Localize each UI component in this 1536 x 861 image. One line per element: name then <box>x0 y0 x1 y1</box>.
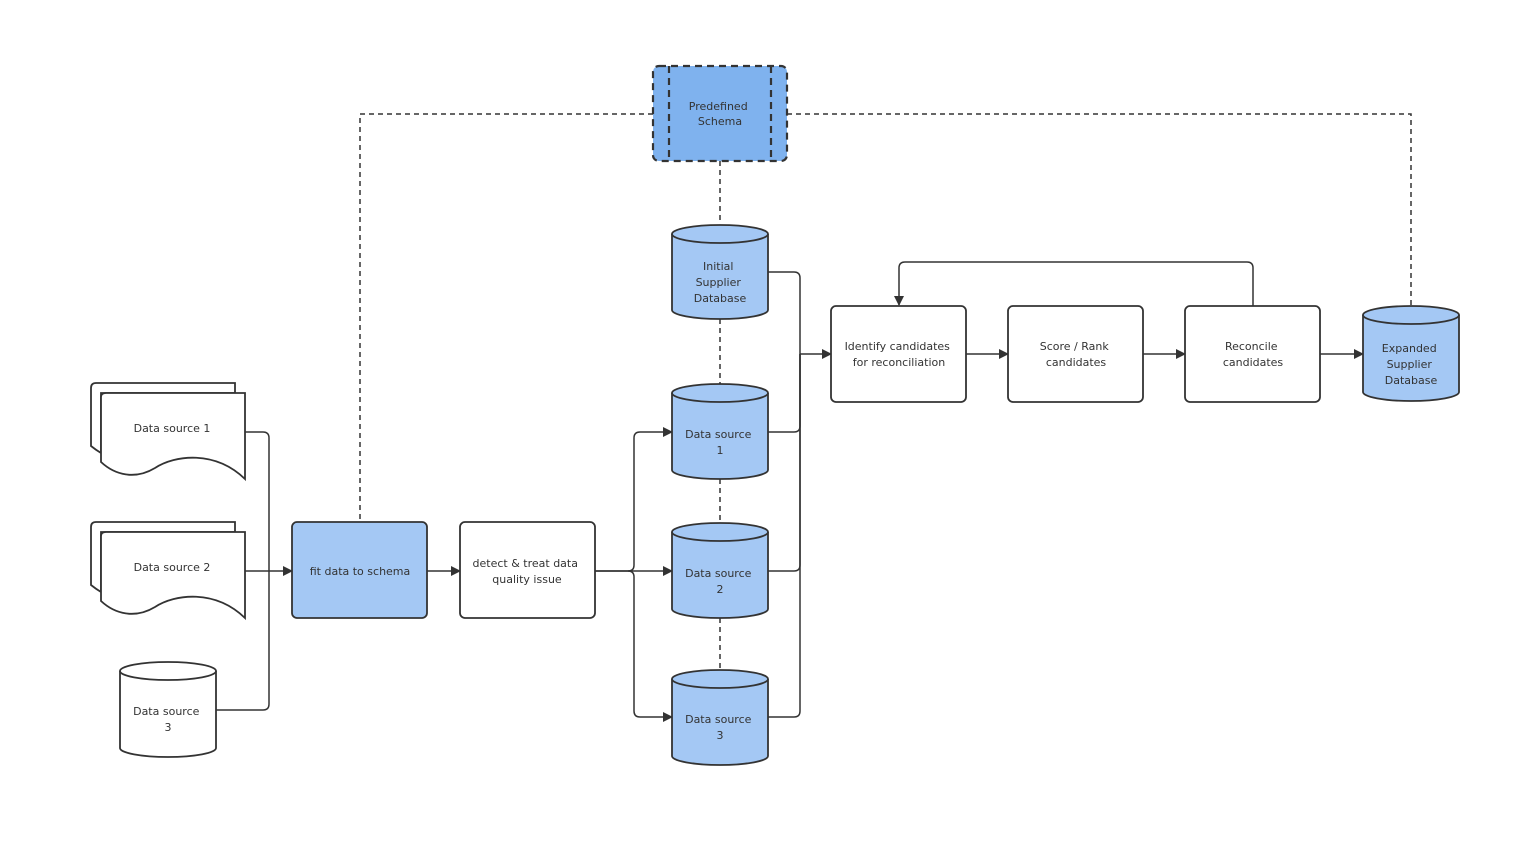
doc-data-source-2[interactable]: Data source 2 <box>90 521 246 621</box>
process-detect-quality-issue-label: detect & treat data quality issue <box>473 557 582 586</box>
label-line: 1 <box>717 444 724 457</box>
label-line: 3 <box>717 729 724 742</box>
db-data-source-3-clean-label: Data source 3 <box>685 713 755 742</box>
cylinder-top <box>671 224 769 244</box>
process-fit-data-to-schema[interactable]: fit data to schema <box>291 521 428 619</box>
process-score-rank-label: Score / Rank candidates <box>1040 340 1113 369</box>
db3-to-fit-connector <box>216 571 270 711</box>
label-line: Reconcile <box>1225 340 1278 353</box>
cylinder-top <box>671 669 769 689</box>
dashed-connectors <box>359 113 1412 670</box>
label-line: Score / Rank <box>1040 340 1110 353</box>
db-data-source-2-clean[interactable]: Data source 2 <box>671 522 769 619</box>
cylinder-body <box>119 671 217 758</box>
db-data-source-3-raw[interactable]: Data source 3 <box>119 661 217 758</box>
label-line: Data source <box>685 713 752 726</box>
predefined-schema-node[interactable]: Predefined Schema <box>651 64 789 163</box>
process-score-rank[interactable]: Score / Rank candidates <box>1007 305 1144 403</box>
label-line: Data source <box>133 705 200 718</box>
cylinder-body <box>671 234 769 320</box>
db-data-source-1-clean-label: Data source 1 <box>685 428 755 457</box>
detect-to-clean3-connector <box>627 570 673 722</box>
cylinder-top <box>119 661 217 681</box>
label-line: Data source 1 <box>134 422 211 435</box>
db-expanded-supplier-database[interactable]: Expanded Supplier Database <box>1362 305 1460 402</box>
label-line: detect & treat data <box>473 557 578 570</box>
db-data-source-1-clean[interactable]: Data source 1 <box>671 383 769 480</box>
doc-stack-front <box>100 531 246 621</box>
db-initial-supplier-database[interactable]: Initial Supplier Database <box>671 224 769 320</box>
process-box <box>830 305 967 403</box>
cylinder-top <box>671 383 769 403</box>
label-line: for reconciliation <box>853 356 945 369</box>
predefined-schema-label: Predefined Schema <box>689 100 751 128</box>
cylinder-body <box>1362 315 1460 402</box>
label-line: Database <box>1385 374 1438 387</box>
label-line: Data source <box>685 428 752 441</box>
cylinder-top <box>1362 305 1460 325</box>
process-reconcile-label: Reconcile candidates <box>1223 340 1284 369</box>
doc-data-source-2-label: Data source 2 <box>134 561 211 574</box>
process-box <box>291 521 428 619</box>
label-line: Initial <box>703 260 733 273</box>
db-data-source-2-clean-label: Data source 2 <box>685 567 755 596</box>
initial-to-identify-connector <box>768 271 801 354</box>
doc-data-source-1-label: Data source 1 <box>134 422 211 435</box>
label-line: Supplier <box>696 276 742 289</box>
label-line: Data source <box>685 567 752 580</box>
doc-data-source-1[interactable]: Data source 1 <box>90 382 246 482</box>
schema-to-fit-dashed-link <box>359 113 653 522</box>
cylinder-body <box>671 393 769 480</box>
db-expanded-supplier-database-label: Expanded Supplier Database <box>1382 342 1440 387</box>
clean1-to-identify-connector <box>768 354 801 433</box>
cylinder-top <box>671 522 769 542</box>
cylinder-body <box>671 532 769 619</box>
reconcile-feedback-loop-connector <box>894 261 1254 306</box>
label-line: quality issue <box>492 573 562 586</box>
process-identify-candidates[interactable]: Identify candidates for reconciliation <box>830 305 967 403</box>
label-line: candidates <box>1223 356 1284 369</box>
cylinder-body <box>671 679 769 766</box>
label-line: fit data to schema <box>310 565 411 578</box>
doc-stack-front <box>100 392 246 482</box>
clean3-to-identify-connector <box>768 354 801 718</box>
process-identify-candidates-label: Identify candidates for reconciliation <box>845 340 954 369</box>
doc1-to-fit-connector <box>245 431 270 571</box>
schema-to-expanded-dashed-link <box>787 113 1412 306</box>
db-data-source-3-raw-label: Data source 3 <box>133 705 203 734</box>
label-line: Schema <box>698 115 742 128</box>
db-data-source-3-clean[interactable]: Data source 3 <box>671 669 769 766</box>
label-line: Database <box>694 292 747 305</box>
process-box <box>1007 305 1144 403</box>
process-reconcile[interactable]: Reconcile candidates <box>1184 305 1321 403</box>
label-line: Predefined <box>689 100 748 113</box>
process-detect-quality-issue[interactable]: detect & treat data quality issue <box>459 521 596 619</box>
label-line: 2 <box>717 583 724 596</box>
db-initial-supplier-database-label: Initial Supplier Database <box>694 260 747 305</box>
detect-to-clean1-connector <box>595 427 673 572</box>
label-line: candidates <box>1046 356 1107 369</box>
process-box <box>459 521 596 619</box>
label-line: Data source 2 <box>134 561 211 574</box>
solid-connectors <box>216 261 1364 722</box>
process-fit-data-to-schema-label: fit data to schema <box>310 565 411 578</box>
label-line: Identify candidates <box>845 340 951 353</box>
label-line: Supplier <box>1387 358 1433 371</box>
label-line: 3 <box>165 721 172 734</box>
label-line: Expanded <box>1382 342 1437 355</box>
clean2-to-identify-connector <box>768 354 801 572</box>
process-box <box>1184 305 1321 403</box>
predefined-box <box>651 64 789 163</box>
